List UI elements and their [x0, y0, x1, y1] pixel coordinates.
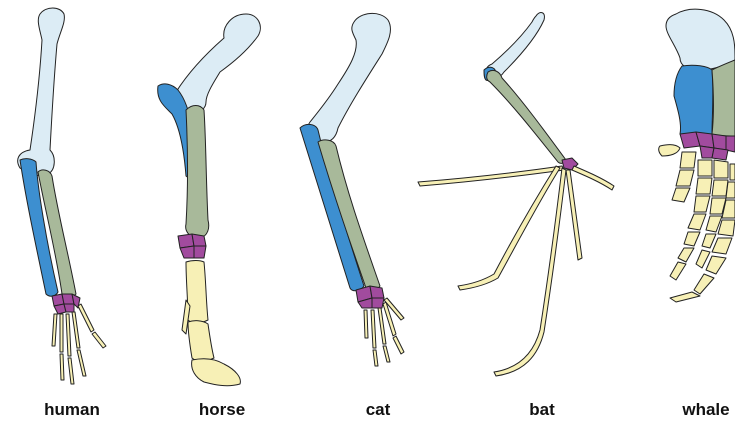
human-humerus: [18, 8, 65, 176]
bat-ulna: [487, 70, 566, 163]
horse-humerus: [176, 14, 260, 112]
horse-ulna: [186, 106, 209, 239]
horse-carpals: [178, 234, 206, 258]
bat-humerus: [486, 13, 544, 79]
horse-phalanges: [182, 261, 240, 386]
bat-limb: [418, 13, 614, 376]
whale-humerus: [666, 9, 735, 70]
human-limb: [18, 8, 106, 384]
cat-humerus: [307, 13, 390, 142]
cat-carpals: [356, 286, 384, 308]
label-human: human: [44, 400, 100, 420]
label-horse: horse: [199, 400, 245, 420]
whale-phalanges: [659, 145, 735, 302]
label-whale: whale: [682, 400, 729, 420]
whale-limb: [659, 9, 735, 302]
bat-phalanges: [418, 166, 614, 376]
label-cat: cat: [366, 400, 391, 420]
human-carpals: [52, 294, 80, 314]
label-bat: bat: [529, 400, 555, 420]
cat-limb: [300, 13, 404, 366]
whale-radius: [674, 65, 713, 137]
human-phalanges: [52, 304, 106, 384]
horse-limb: [158, 14, 261, 386]
whale-ulna: [712, 60, 735, 136]
